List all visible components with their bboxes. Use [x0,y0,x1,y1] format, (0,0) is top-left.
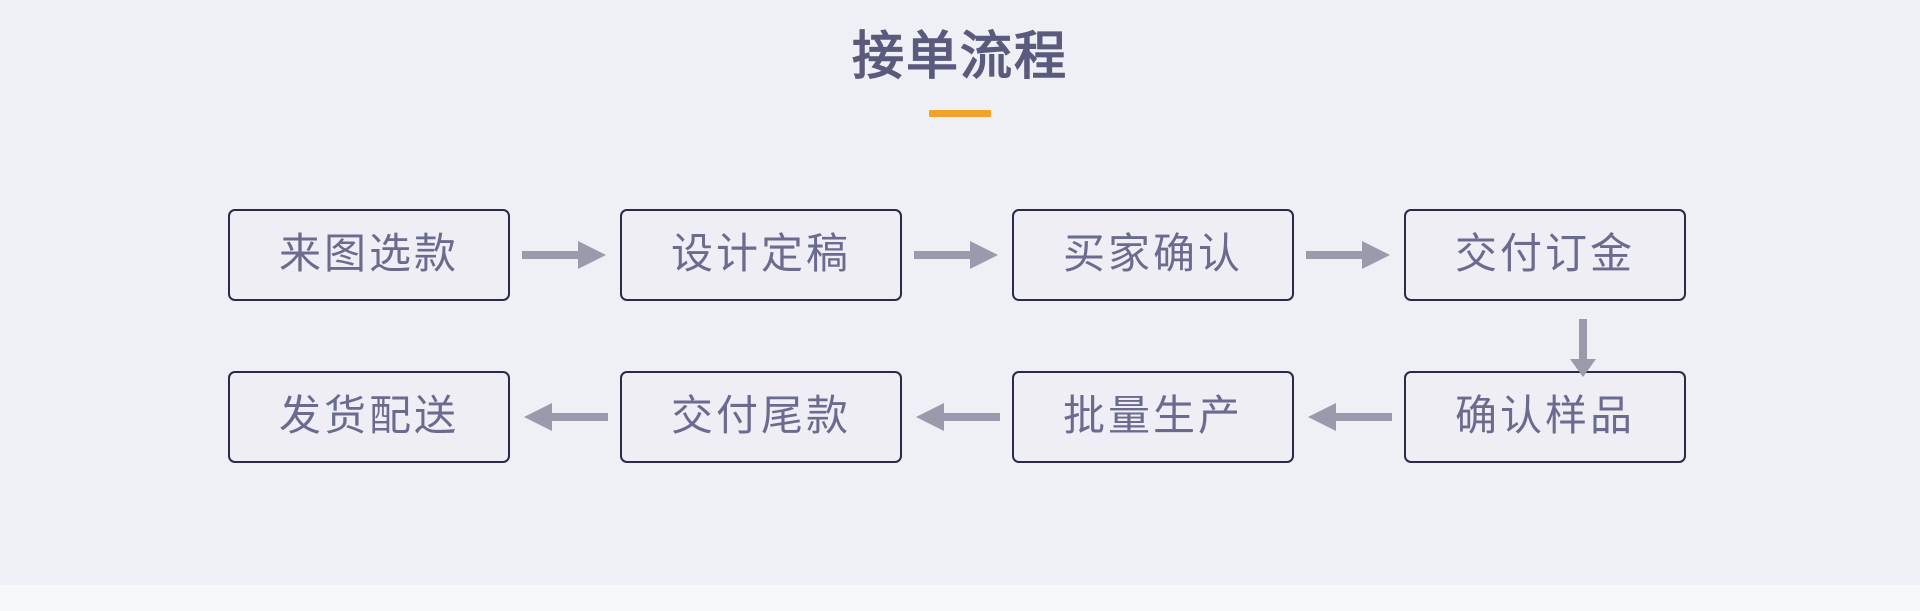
arrow-down-icon [1568,319,1598,379]
flow-node-8-label: 发货配送 [278,394,459,440]
flow-row-1: 来图选款 设计定稿 买家确认 [0,205,1920,305]
flow-node-6[interactable]: 批量生产 [1012,371,1294,463]
arrow-right-icon [510,209,620,301]
flow-node-2-label: 设计定稿 [670,232,851,278]
arrow-right-icon [902,209,1012,301]
flow-node-2[interactable]: 设计定稿 [620,209,902,301]
flow-node-7-label: 交付尾款 [670,394,851,440]
arrow-left-icon [1294,371,1404,463]
flow-node-5-label: 确认样品 [1454,394,1635,440]
flow-node-1[interactable]: 来图选款 [228,209,510,301]
flow-node-3-label: 买家确认 [1062,232,1243,278]
flow-row-2: 发货配送 交付尾款 批量生产 [0,367,1920,467]
flow-node-1-label: 来图选款 [278,232,459,278]
flow-node-8[interactable]: 发货配送 [228,371,510,463]
flow-node-7[interactable]: 交付尾款 [620,371,902,463]
bottom-strip [0,585,1920,611]
title-block: 接单流程 [0,28,1920,117]
flow-node-3[interactable]: 买家确认 [1012,209,1294,301]
page-title: 接单流程 [851,29,1068,86]
arrow-right-icon [1294,209,1404,301]
flow-node-6-label: 批量生产 [1062,394,1243,440]
flow-node-5[interactable]: 确认样品 [1404,371,1686,463]
flow-node-4[interactable]: 交付订金 [1404,209,1686,301]
title-accent-bar [929,109,991,117]
flow-diagram: 来图选款 设计定稿 买家确认 [0,205,1920,467]
arrow-left-icon [902,371,1012,463]
arrow-left-icon [510,371,620,463]
flow-node-4-label: 交付订金 [1454,232,1635,278]
